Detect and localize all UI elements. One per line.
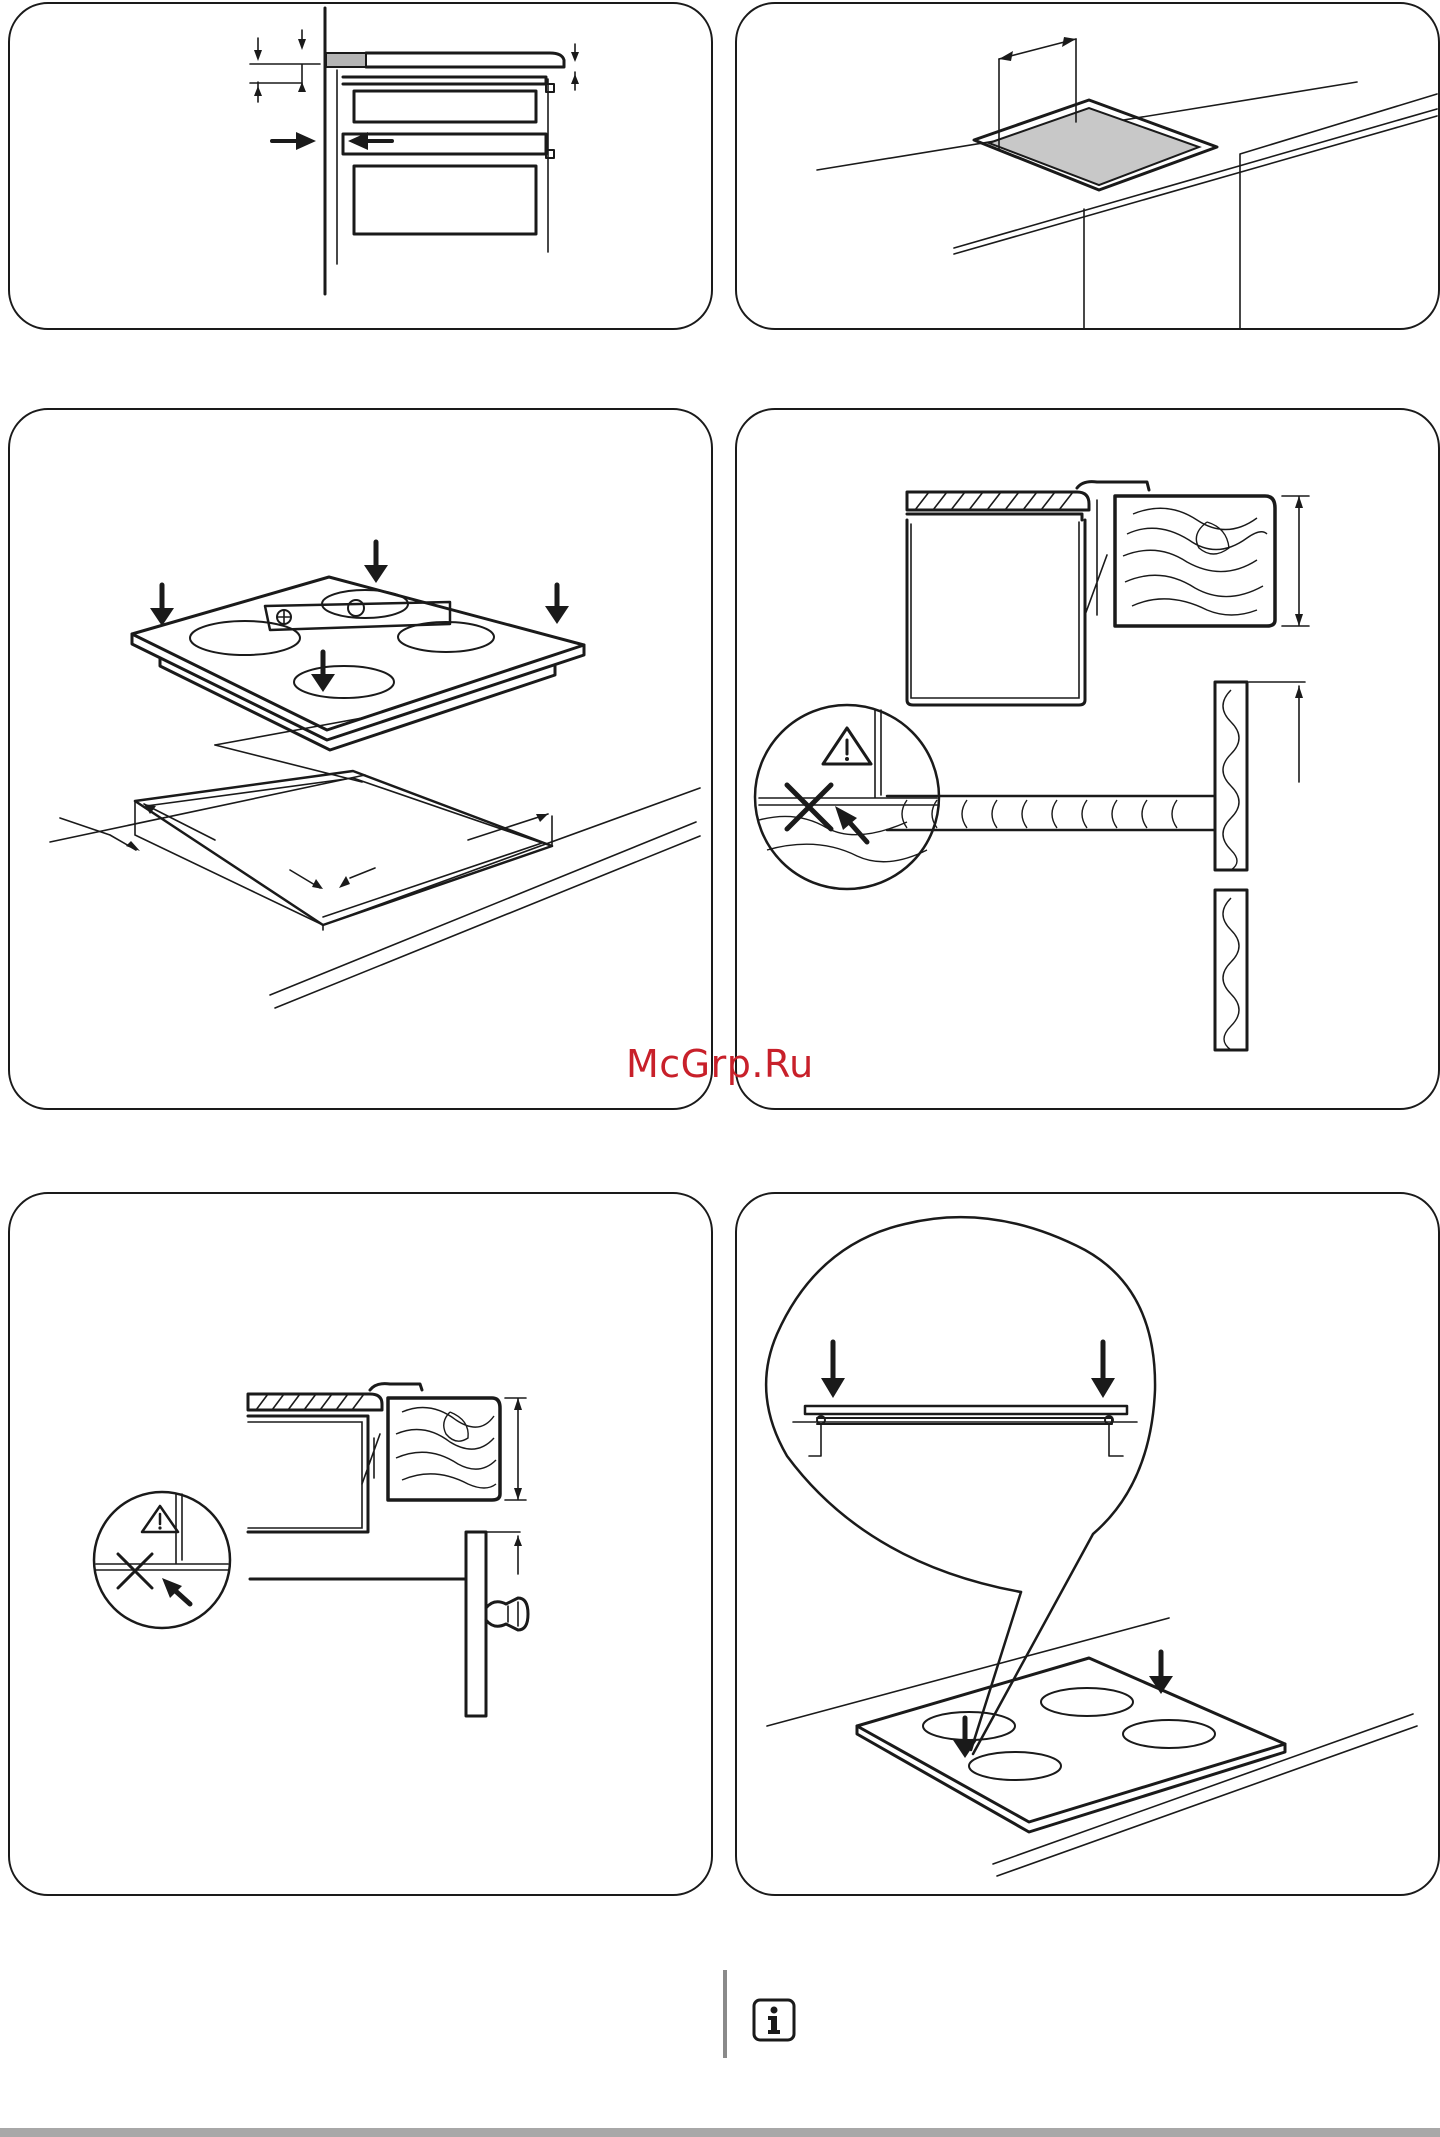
footer-bar: [0, 2128, 1440, 2137]
cabinet-clearance-drawing: [10, 4, 713, 330]
hob-seal-drawing: [737, 1194, 1440, 1896]
drawer-cross-section-drawing: [737, 410, 1440, 1110]
warning-triangle-icon: [142, 1506, 178, 1532]
figure-drawer-cross-section: [735, 408, 1440, 1110]
figure-cabinet-clearance: [8, 2, 713, 330]
watermark: McGrp.Ru: [626, 1042, 814, 1086]
figure-hob-seal-detail: [735, 1192, 1440, 1896]
cross-icon: [118, 1554, 152, 1588]
warning-triangle-icon: [823, 728, 871, 764]
worktop-cutout-drawing: [737, 4, 1440, 330]
hob-placement-drawing: [10, 410, 713, 1110]
note-divider: [723, 1970, 727, 2058]
figure-hob-placement: [8, 408, 713, 1110]
door-cross-section-drawing: [10, 1194, 713, 1896]
figure-door-cross-section: [8, 1192, 713, 1896]
info-icon: [751, 1997, 797, 2043]
figure-worktop-cutout: [735, 2, 1440, 330]
detail-circle: [94, 1492, 230, 1628]
cross-icon: [787, 785, 831, 829]
